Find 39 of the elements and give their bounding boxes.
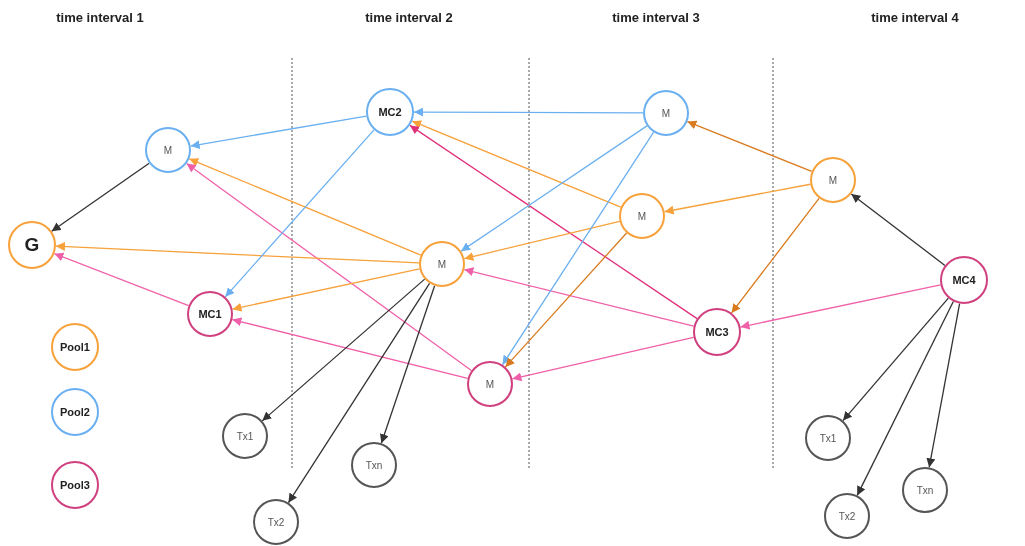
arrow — [380, 285, 436, 444]
node-label: MC2 — [378, 104, 402, 120]
arrow — [261, 278, 426, 422]
arrow — [730, 197, 820, 314]
node-label: MC3 — [705, 324, 729, 340]
interval-heading: time interval 2 — [365, 9, 453, 27]
legend-label: Pool3 — [60, 477, 90, 493]
node-label: M — [637, 209, 647, 224]
node-label: Tx1 — [819, 431, 837, 446]
arrow — [185, 162, 473, 372]
node-label: Tx2 — [267, 515, 285, 530]
arrow — [224, 129, 375, 298]
arrow — [190, 115, 367, 150]
node-label: Txn — [365, 458, 383, 473]
arrow — [926, 302, 961, 469]
arrow — [504, 232, 628, 368]
node-label: M — [163, 143, 173, 158]
node-label: M — [828, 173, 838, 188]
node-label: M — [437, 257, 447, 272]
interval-heading: time interval 4 — [871, 9, 959, 27]
interval-heading: time interval 3 — [612, 9, 700, 27]
arrow — [842, 297, 949, 422]
node-label: M — [661, 106, 671, 121]
arrow — [409, 124, 698, 320]
node-label: G — [24, 232, 40, 257]
arrow — [460, 125, 648, 252]
legend-label: Pool1 — [60, 339, 90, 355]
node-label: Txn — [916, 483, 934, 498]
arrow — [850, 193, 946, 267]
arrow — [55, 242, 420, 264]
node-label: Tx2 — [838, 509, 856, 524]
node-label: MC1 — [198, 306, 222, 322]
node-label: Tx1 — [236, 429, 254, 444]
node-label: MC4 — [952, 272, 976, 288]
legend-label: Pool2 — [60, 404, 90, 420]
node-label: M — [485, 377, 495, 392]
arrow — [51, 162, 150, 232]
arrow — [413, 107, 644, 117]
interval-heading: time interval 1 — [56, 9, 144, 27]
